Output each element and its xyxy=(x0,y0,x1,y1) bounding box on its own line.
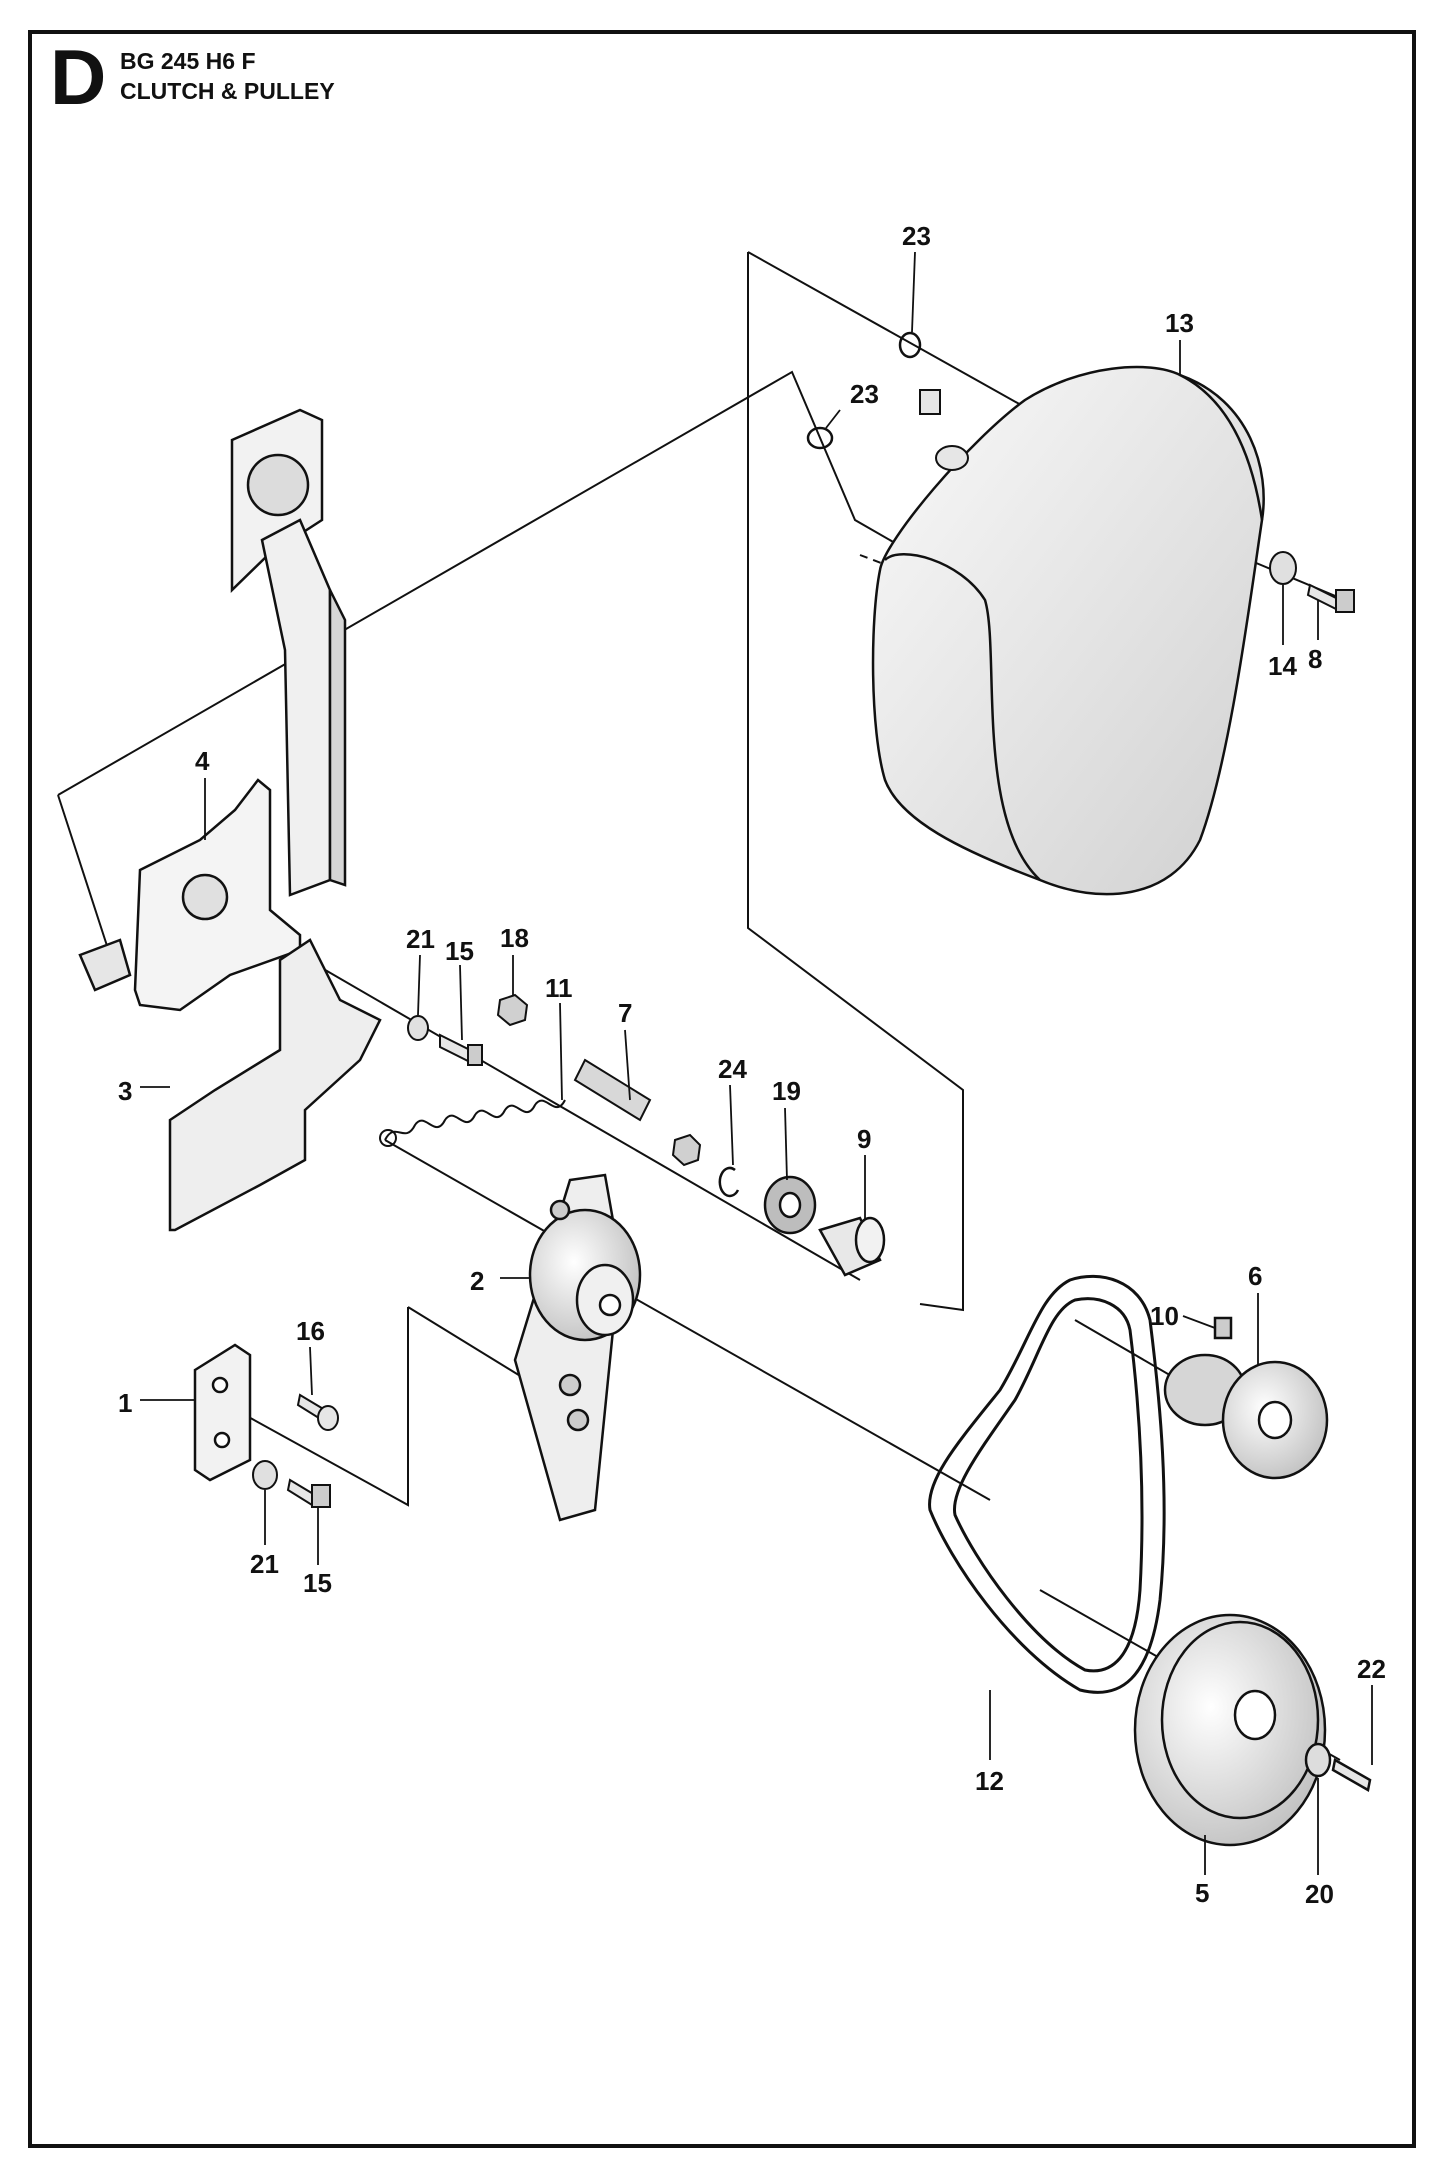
bearing-19 xyxy=(763,1175,817,1235)
drive-pulley xyxy=(1163,1316,1329,1480)
washer-14 xyxy=(1269,551,1297,585)
leader-24 xyxy=(729,1084,734,1166)
leader-23b xyxy=(825,409,841,429)
callout-12: 12 xyxy=(975,1766,1004,1796)
callout-6: 6 xyxy=(1248,1261,1262,1291)
callout-16: 16 xyxy=(296,1316,325,1346)
callout-19: 19 xyxy=(772,1076,801,1106)
callout-13: 13 xyxy=(1165,308,1194,338)
callout-23a: 23 xyxy=(902,221,931,251)
callout-18: 18 xyxy=(500,923,529,953)
assembly-line-plate-2 xyxy=(407,1306,536,1386)
section-letter: D xyxy=(50,33,107,121)
circlip-24 xyxy=(718,1166,740,1198)
bolt-15-bottom xyxy=(286,1478,331,1508)
belt-cover xyxy=(871,365,1265,896)
tensioner-arm xyxy=(513,1173,642,1522)
v-belt xyxy=(928,1274,1166,1694)
assembly-line-bracket xyxy=(57,794,111,956)
callout-10: 10 xyxy=(1150,1301,1179,1331)
bolt-16 xyxy=(296,1393,339,1431)
leader-19 xyxy=(784,1107,788,1181)
callout-20: 20 xyxy=(1305,1879,1334,1909)
assembly-line-cover-left xyxy=(747,252,964,1312)
callout-23b: 23 xyxy=(850,379,879,409)
diagram-border xyxy=(28,30,1416,2148)
mounting-bracket xyxy=(78,778,302,1012)
callout-24: 24 xyxy=(718,1054,747,1084)
mounting-plate xyxy=(168,938,382,1232)
callout-9: 9 xyxy=(857,1124,871,1154)
callout-11: 11 xyxy=(545,973,573,1003)
model-number: BG 245 H6 F xyxy=(120,48,256,74)
callout-1: 1 xyxy=(118,1388,132,1418)
callout-4: 4 xyxy=(195,746,210,776)
leader-11 xyxy=(559,1002,563,1101)
assembly-line-cover-top xyxy=(747,251,1031,411)
nut-24-small xyxy=(671,1133,702,1167)
leader-10 xyxy=(1182,1315,1216,1329)
leader-15a xyxy=(459,964,463,1041)
threaded-rod xyxy=(573,1058,652,1122)
callout-3: 3 xyxy=(118,1076,132,1106)
callout-7: 7 xyxy=(618,998,632,1028)
callout-8: 8 xyxy=(1308,644,1322,674)
leader-16 xyxy=(309,1346,313,1396)
lever-handle xyxy=(230,408,347,897)
spacer-9 xyxy=(818,1216,886,1277)
diagram-title: CLUTCH & PULLEY xyxy=(120,78,335,104)
leader-23a xyxy=(911,251,916,333)
callout-14: 14 xyxy=(1268,651,1297,681)
angle-bracket xyxy=(193,1343,252,1482)
callout-21a: 21 xyxy=(406,924,435,954)
washer-21-top xyxy=(407,1015,429,1041)
callout-15a: 15 xyxy=(445,936,474,966)
leader-21a xyxy=(417,954,421,1016)
callout-21b: 21 xyxy=(250,1549,279,1579)
clip-23-mid xyxy=(806,426,834,450)
callout-5: 5 xyxy=(1195,1878,1209,1908)
tension-spring xyxy=(379,1099,566,1147)
callout-22: 22 xyxy=(1357,1654,1386,1684)
callout-2: 2 xyxy=(470,1266,484,1296)
cover-screw-8 xyxy=(1306,583,1355,613)
assembly-line-spring xyxy=(384,1139,561,1241)
leader-7 xyxy=(624,1029,631,1101)
washer-21-bottom xyxy=(252,1460,278,1490)
callout-15b: 15 xyxy=(303,1568,332,1598)
clip-23-top xyxy=(898,331,922,359)
driven-pulley xyxy=(1133,1613,1372,1847)
assembly-line-pulley xyxy=(619,1289,991,1501)
cover-knob xyxy=(919,389,969,471)
nut-18 xyxy=(496,993,529,1027)
bolt-15-top xyxy=(439,1033,483,1066)
